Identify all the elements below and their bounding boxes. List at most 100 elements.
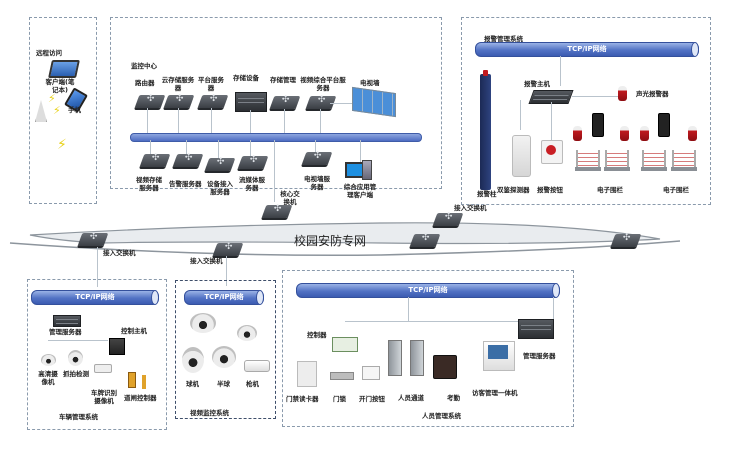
lightning-icon: ⚡ <box>57 137 67 153</box>
link <box>150 140 151 154</box>
link <box>226 256 227 286</box>
link <box>250 110 251 133</box>
video-storage-server-icon <box>139 154 171 167</box>
link <box>274 140 275 202</box>
personnel-management-server-label: 管理服务器 <box>523 352 556 360</box>
capture-label: 抓拍检测 <box>63 370 89 378</box>
link <box>147 108 148 133</box>
alarm-pillar-light <box>483 70 488 76</box>
link <box>250 140 251 156</box>
link <box>315 140 316 152</box>
siren-icon <box>618 86 627 101</box>
controller-icon <box>332 337 358 352</box>
hd-camera-icon <box>41 354 56 366</box>
link <box>572 96 622 97</box>
alarm-system-title: 报警管理系统 <box>484 35 523 43</box>
link <box>48 340 108 341</box>
video-system-title: 视频监控系统 <box>190 409 229 417</box>
access-switch-icon <box>212 243 244 256</box>
card-reader-icon <box>297 361 317 387</box>
client-label: 综合应用管理客户端 <box>343 183 377 199</box>
link <box>345 321 535 322</box>
alarm-server-icon <box>172 154 204 167</box>
tv-wall-server-icon <box>301 152 333 165</box>
electronic-fence-icon <box>604 150 630 171</box>
siren-icon <box>620 126 629 141</box>
alarm-network-bus: TCP/IP网络 <box>475 42 699 57</box>
management-server-icon <box>53 315 81 327</box>
campus-network-title: 校园安防专网 <box>294 234 367 248</box>
alarm-system-box <box>461 17 711 205</box>
link <box>330 103 352 104</box>
siren-icon <box>573 126 582 141</box>
control-host-icon <box>109 338 125 355</box>
visitor-kiosk-label: 访客管理一体机 <box>472 389 518 397</box>
storage-management-icon <box>269 96 301 109</box>
laptop-label: 客户端(笔记本) <box>45 78 75 94</box>
laptop-icon <box>48 60 80 78</box>
access-switch-label: 接入交换机 <box>103 249 136 257</box>
bullet-camera-label: 枪机 <box>246 380 259 388</box>
link <box>97 247 98 287</box>
passage-label: 人员通道 <box>398 394 424 402</box>
fence-label: 电子围栏 <box>663 186 689 194</box>
half-dome-label: 半球 <box>217 380 230 388</box>
alarm-pillar-icon <box>480 74 491 190</box>
router-icon <box>134 95 166 108</box>
access-switch-label: 接入交换机 <box>454 204 487 212</box>
lightning-icon: ⚡ <box>48 92 56 105</box>
control-host-label: 控制主机 <box>121 327 147 335</box>
bullet-camera-icon <box>244 360 270 372</box>
access-switch-icon <box>77 233 109 246</box>
vehicle-system-box <box>27 279 167 430</box>
card-reader-label: 门禁读卡器 <box>286 395 319 403</box>
siren-label: 声光报警器 <box>636 90 669 98</box>
media-server-label: 流媒体服务器 <box>239 176 265 192</box>
half-dome-icon <box>212 346 236 368</box>
tv-wall-label: 电视墙 <box>360 79 380 87</box>
core-switch-label: 核心交换机 <box>280 190 300 206</box>
personnel-management-server-icon <box>518 319 554 339</box>
controller-label: 控制器 <box>307 331 327 339</box>
exit-button-label: 开门按钮 <box>359 395 385 403</box>
personnel-network-bus: TCP/IP网络 <box>296 283 560 298</box>
video-platform-server-label: 视频综合平台服务器 <box>300 76 346 92</box>
video-network-bus: TCP/IP网络 <box>184 290 264 305</box>
monitoring-center-box <box>110 17 442 189</box>
link <box>551 102 552 140</box>
door-lock-icon <box>330 372 354 380</box>
client-pc-tower-icon <box>362 160 372 180</box>
platform-server-label: 平台服务器 <box>198 76 224 92</box>
electronic-fence-icon <box>641 150 667 171</box>
link <box>211 108 212 133</box>
link <box>218 140 219 158</box>
video-storage-server-label: 视频存储服务器 <box>136 176 162 192</box>
phone-label: 手机 <box>68 106 81 114</box>
remote-access-box <box>29 17 97 204</box>
personnel-system-title: 人员管理系统 <box>422 412 461 420</box>
barrier-controller-icon <box>128 372 136 388</box>
hd-camera-label: 高清摄像机 <box>38 370 58 386</box>
campus-network-cloud <box>9 222 681 256</box>
dual-detector-label: 双鉴探测器 <box>497 186 530 194</box>
alarm-button-red <box>546 145 556 155</box>
link <box>408 297 409 322</box>
alarm-pillar-label: 报警柱 <box>477 190 497 198</box>
electronic-fence-icon <box>671 150 697 171</box>
cloud-storage-server-icon <box>163 95 195 108</box>
lpr-camera-label: 车牌识别摄像机 <box>91 389 117 405</box>
monitoring-center-title: 监控中心 <box>131 62 157 70</box>
alarm-server-label: 告警服务器 <box>169 180 202 188</box>
dome-camera-icon <box>237 325 257 341</box>
link <box>186 140 187 154</box>
lightning-icon: ⚡ <box>53 104 61 117</box>
media-server-icon <box>237 156 269 169</box>
turnstile-icon <box>410 340 424 376</box>
router-label: 路由器 <box>135 79 155 87</box>
storage-device-label: 存储设备 <box>233 74 259 82</box>
management-server-label: 管理服务器 <box>49 328 82 336</box>
alarm-button-label: 报警按钮 <box>537 186 563 194</box>
personnel-system-box <box>282 270 574 427</box>
link <box>320 109 321 133</box>
access-switch-label: 接入交换机 <box>190 257 223 265</box>
